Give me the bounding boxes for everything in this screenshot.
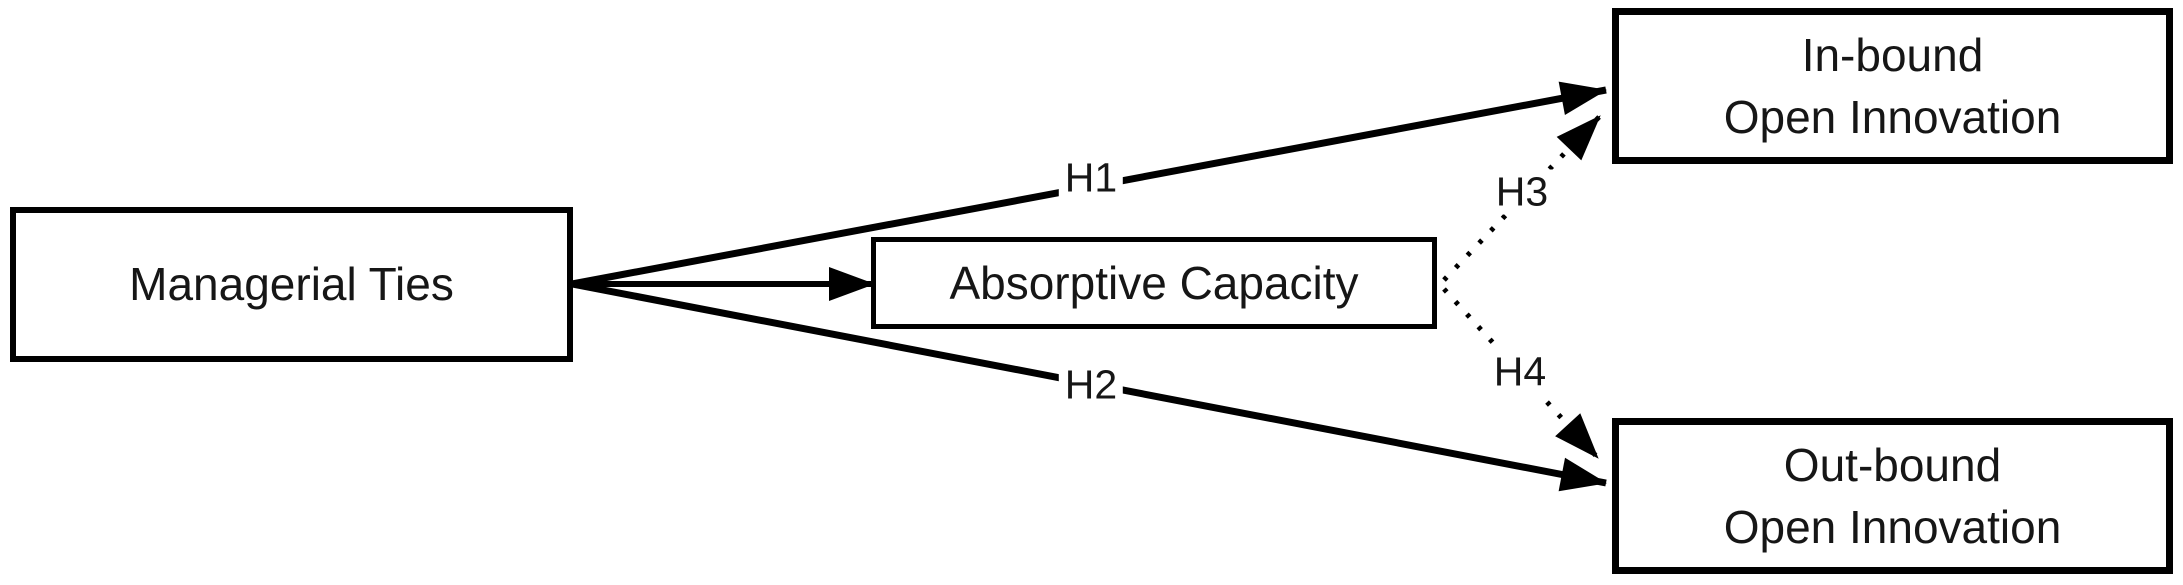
edge-label-h4: H4 [1487,349,1553,395]
edge-label-h2: H2 [1058,362,1124,408]
node-outbound-label-line1: Out-bound [1783,438,2002,491]
h4-dotted-arrow [1442,287,1600,460]
node-absorptive-capacity-label: Absorptive Capacity [949,256,1359,309]
node-outbound-label-line2: Open Innovation [1723,501,2062,553]
node-managerial-ties: Managerial Ties [10,207,573,362]
node-inbound-label-line2: Open Innovation [1723,91,2062,143]
edge-label-h1: H1 [1058,155,1124,201]
edge-label-h3: H3 [1489,169,1555,215]
h3-dotted-arrow [1442,114,1602,282]
node-outbound-open-innovation: Out-bound Open Innovation [1612,418,2173,574]
node-inbound-open-innovation: In-bound Open Innovation [1612,8,2173,164]
node-managerial-ties-label: Managerial Ties [129,258,454,311]
node-absorptive-capacity: Absorptive Capacity [871,237,1437,329]
node-inbound-label-line1: In-bound [1801,28,1984,81]
